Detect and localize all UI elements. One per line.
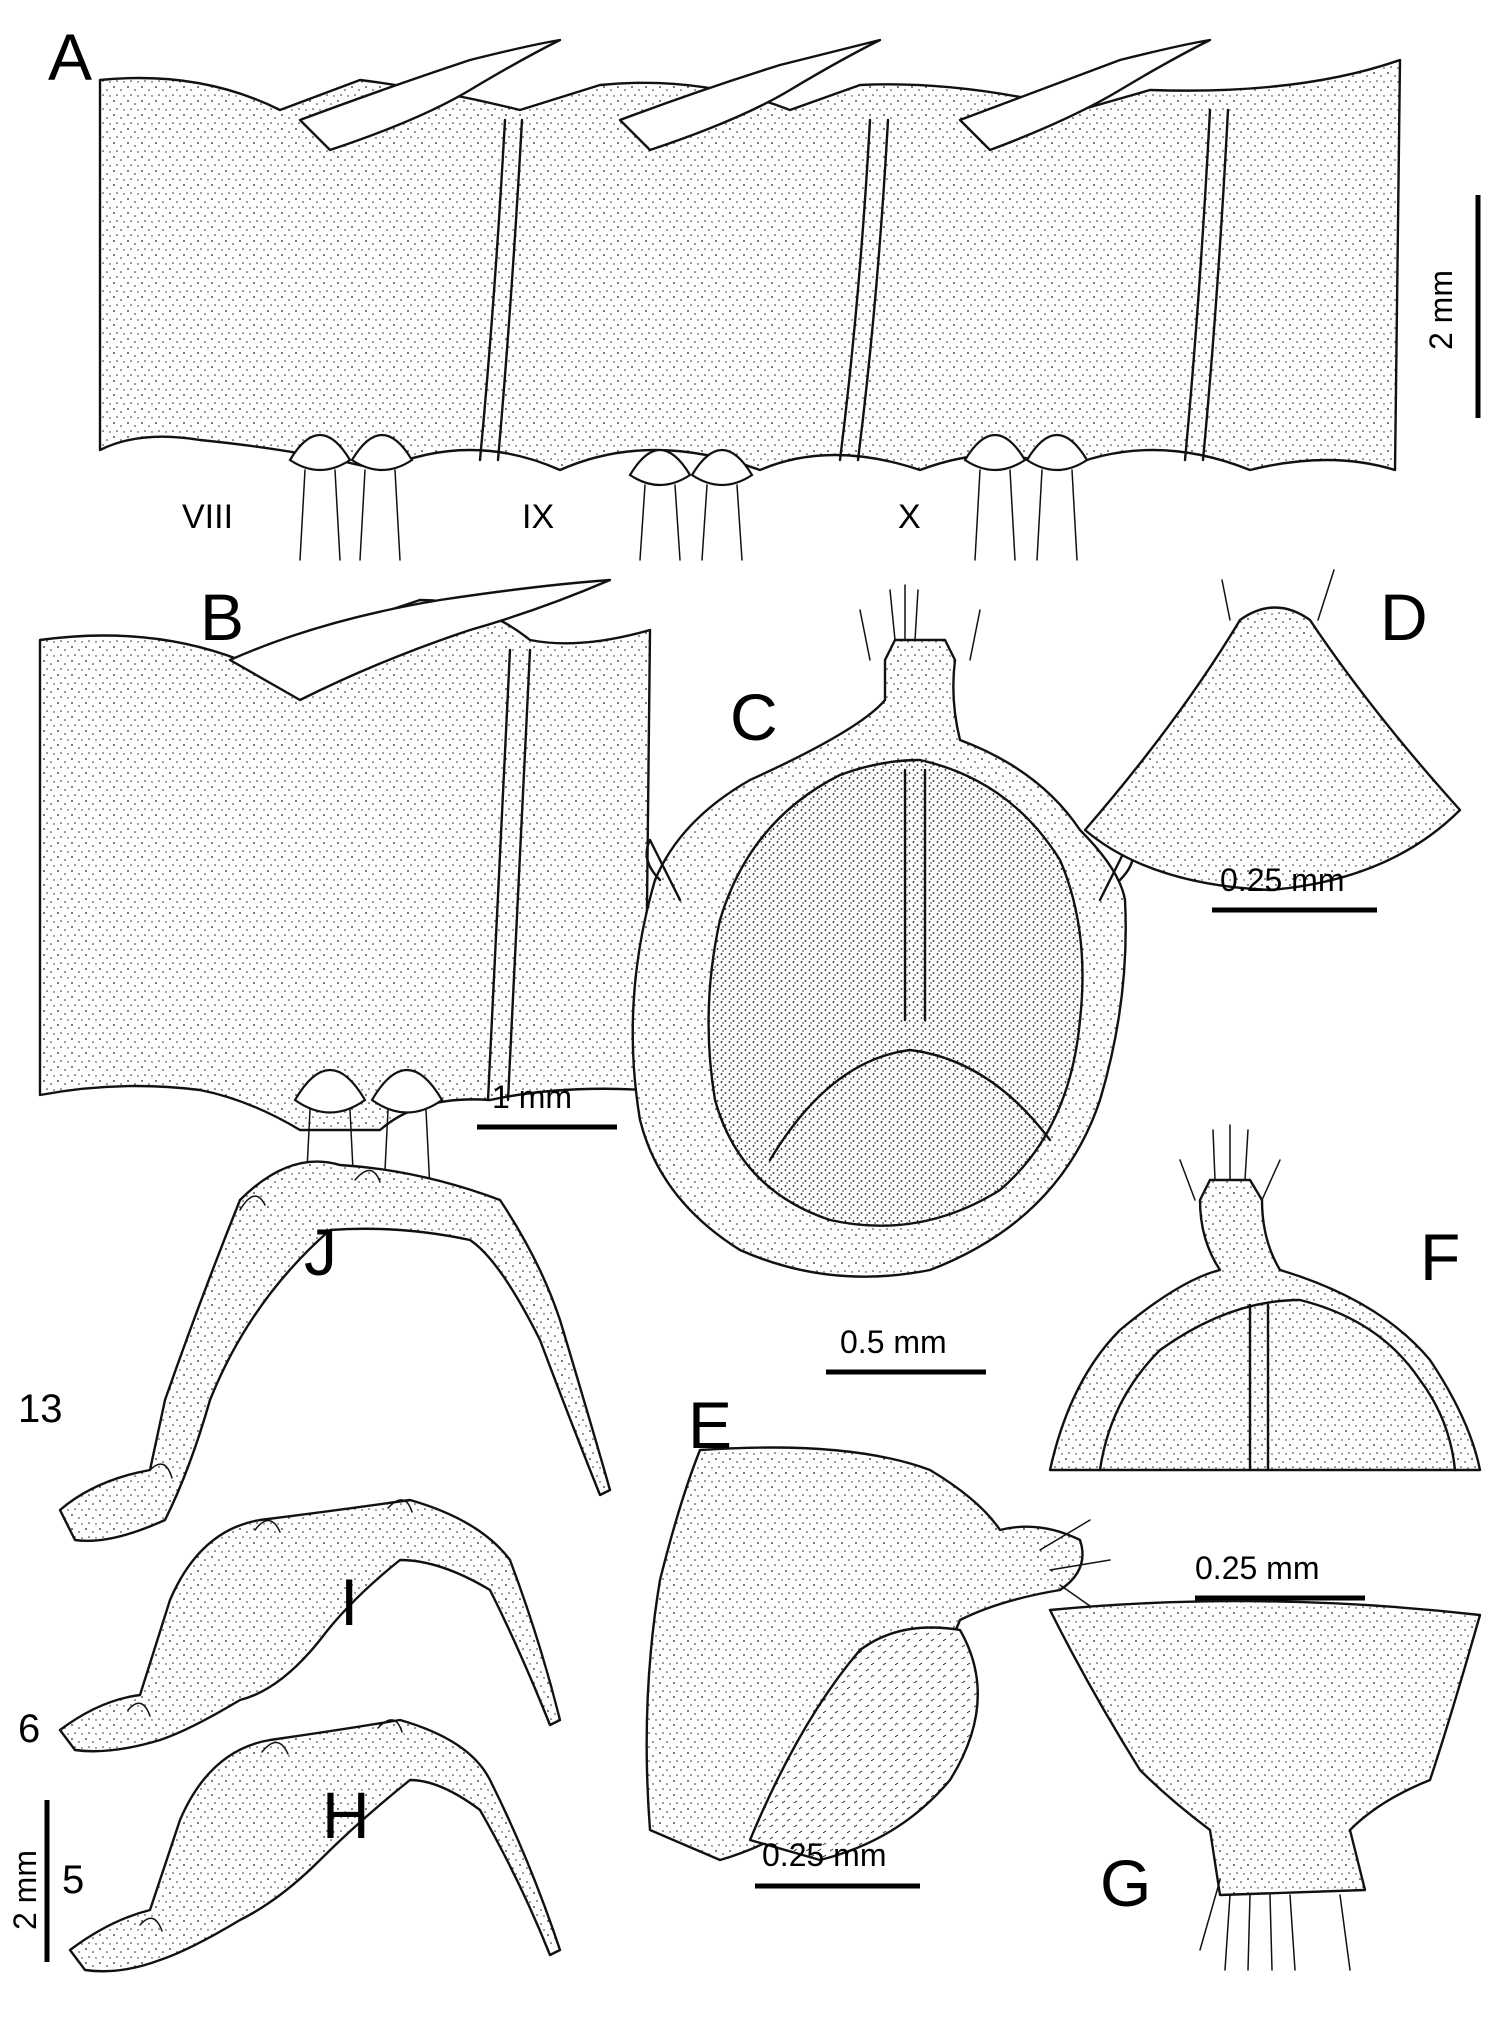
panel-f-scale-label: 0.25 mm [1195,1550,1319,1586]
leg-h-number: 5 [62,1858,84,1902]
segment-label-x: X [898,498,921,536]
panel-d-scale-label: 0.25 mm [1220,862,1344,898]
panel-g-label: G [1100,1846,1151,1920]
panel-c-label: C [730,680,778,754]
panel-a-drawing [98,38,1402,561]
legs-scale-label: 2 mm [7,1850,43,1930]
panel-b-label: B [200,580,244,654]
segment-label-ix: IX [522,498,554,536]
leg-i-number: 6 [18,1707,40,1751]
leg-j-number: 13 [18,1387,63,1431]
panel-c-drawing [631,584,1135,1278]
panel-e-drawing [645,1446,1111,1862]
leg-j-drawing [58,1160,612,1542]
leg-i-drawing [58,1498,562,1753]
leg-j-label: J [304,1215,337,1289]
panel-b-drawing [38,578,652,1191]
panel-e-label: E [688,1388,732,1462]
panel-f-label: F [1420,1220,1460,1294]
panel-f-drawing [1048,1124,1482,1472]
panel-d-drawing [1083,569,1462,892]
leg-h-drawing [68,1718,562,1973]
panel-a-label: A [48,20,92,94]
leg-i-label: I [340,1565,358,1639]
leg-h-label: H [322,1778,370,1852]
segment-label-viii: VIII [182,498,233,536]
panel-b-scale-label: 1 mm [492,1079,572,1115]
panel-c-scale-label: 0.5 mm [840,1324,947,1360]
panel-e-scale-label: 0.25 mm [762,1837,886,1873]
panel-d-label: D [1380,580,1428,654]
panel-a-scale-label: 2 mm [1423,270,1459,350]
panel-g-drawing [1048,1599,1482,1971]
